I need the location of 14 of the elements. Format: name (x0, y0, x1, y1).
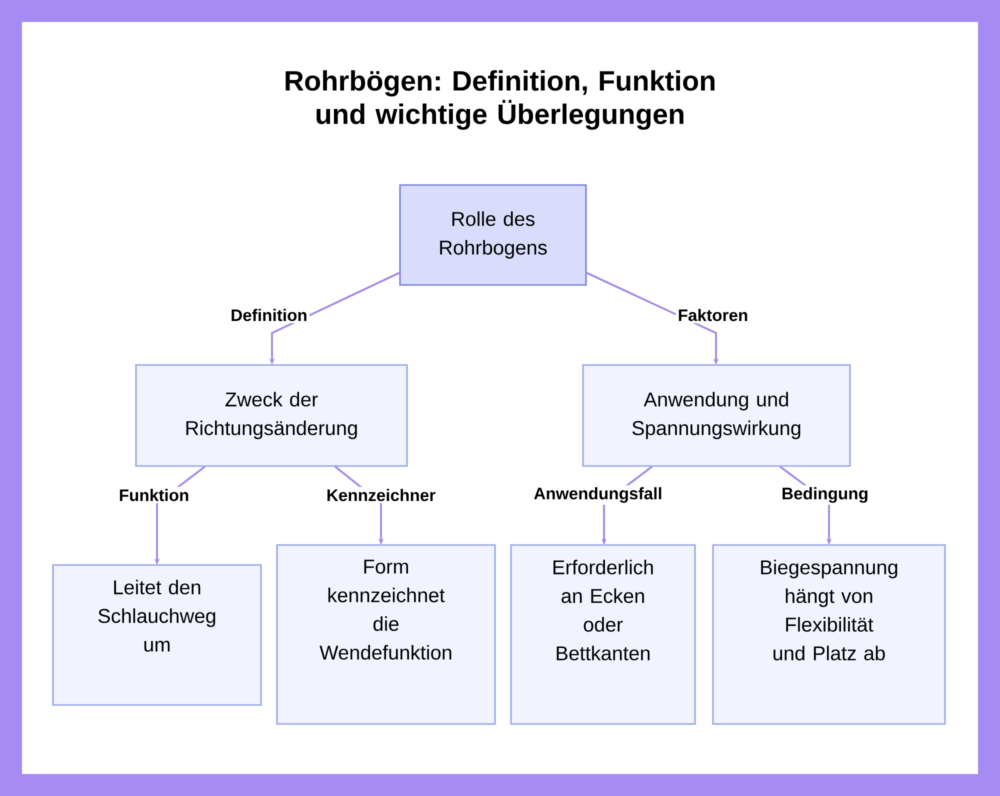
title: Rohrbögen: Definition, Funktion und wichtige Überlegungen (286, 70, 714, 130)
concept-box: Anwendung und Spannungswirkung (582, 364, 851, 467)
concept-box: Leitet den Schlauchweg um (52, 564, 262, 706)
concept-box: Erforderlich an Ecken oder Bettkanten (510, 544, 696, 725)
root-box: Rolle des Rohrbogens (399, 184, 587, 286)
edge-label: Faktoren (676, 306, 750, 324)
edge-label: Definition (228, 306, 310, 324)
concept-box: Biegespannung hängt von Flexibilität und Platz ab (712, 544, 946, 725)
concept-box: Zweck der Richtungsänderung (135, 364, 408, 467)
edge-label: Kennzeichner (324, 486, 438, 504)
edge-label: Bedingung (780, 485, 871, 505)
edge-label: Anwendungsfall (532, 485, 664, 505)
concept-box: Form kennzeichnet die Wendefunktion (276, 544, 496, 725)
edge-label: Funktion (116, 486, 192, 504)
